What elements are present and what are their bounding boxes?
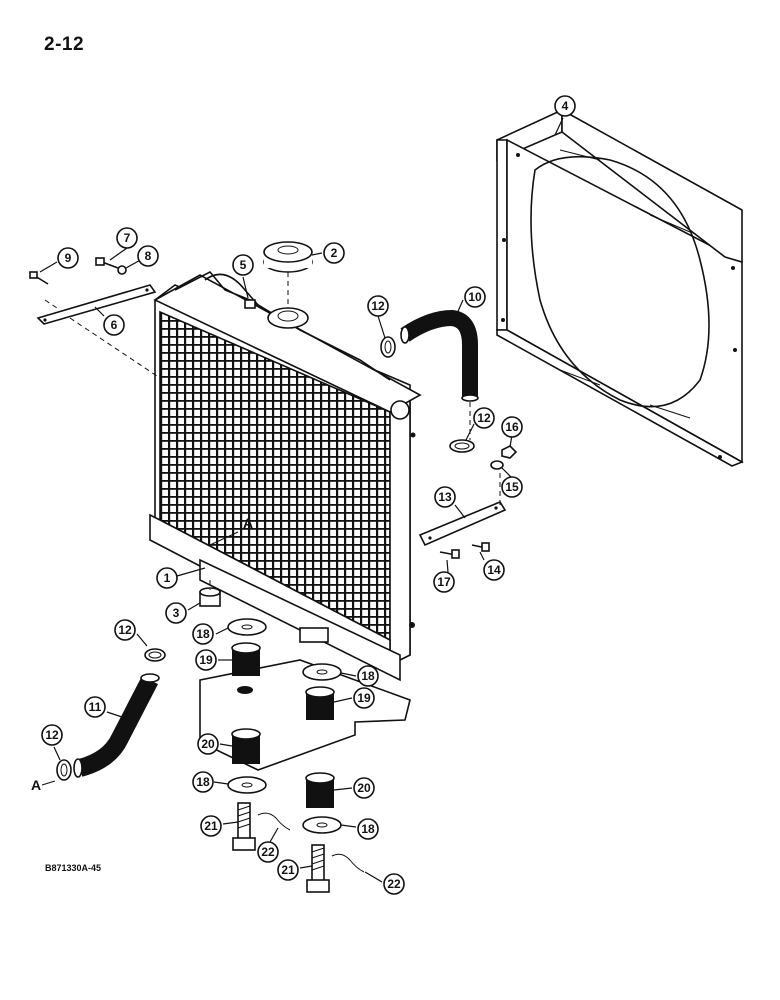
callout-14: 14	[483, 559, 505, 581]
callout-18-a: 18	[192, 623, 214, 645]
callout-9: 9	[57, 247, 79, 269]
callout-21-b: 21	[277, 859, 299, 881]
bolt-7-washer-8	[95, 257, 127, 275]
callout-18-b: 18	[357, 665, 379, 687]
hose-clamp	[144, 648, 166, 662]
svg-text:18: 18	[361, 669, 375, 683]
upper-hose	[400, 309, 479, 440]
svg-text:11: 11	[89, 700, 102, 714]
bushing	[231, 728, 261, 764]
callout-12-hose: 12	[114, 619, 136, 641]
lower-hose	[73, 673, 160, 778]
svg-text:5: 5	[240, 258, 247, 272]
callout-13: 13	[434, 486, 456, 508]
svg-text:9: 9	[65, 251, 72, 265]
callout-20-a: 20	[197, 733, 219, 755]
svg-text:18: 18	[361, 822, 375, 836]
svg-text:8: 8	[145, 249, 152, 263]
svg-text:2: 2	[331, 246, 338, 260]
callout-6: 6	[103, 314, 125, 336]
svg-text:19: 19	[357, 691, 371, 705]
callout-22-a: 22	[257, 841, 279, 863]
svg-text:20: 20	[357, 781, 371, 795]
hose-clamp	[380, 336, 396, 358]
callout-16: 16	[501, 416, 523, 438]
svg-text:13: 13	[438, 490, 452, 504]
callout-4: 4	[554, 95, 576, 117]
svg-text:16: 16	[505, 420, 519, 434]
svg-text:6: 6	[111, 318, 118, 332]
fan-shroud	[496, 108, 744, 467]
svg-text:3: 3	[173, 606, 180, 620]
bushing	[305, 772, 335, 808]
svg-text:15: 15	[505, 480, 519, 494]
upper-bracket	[36, 284, 161, 379]
svg-text:1: 1	[164, 571, 171, 585]
callout-15: 15	[501, 476, 523, 498]
callout-10: 10	[464, 286, 486, 308]
washer	[490, 460, 504, 470]
bolt-9	[29, 271, 49, 285]
callout-12-right: 12	[473, 407, 495, 429]
callout-18-c: 18	[192, 771, 214, 793]
page-number: 2-12	[44, 34, 85, 55]
callout-12-upper: 12	[367, 295, 389, 317]
svg-text:14: 14	[487, 563, 501, 577]
callout-2: 2	[323, 242, 345, 264]
svg-text:7: 7	[124, 231, 131, 245]
callout-11: 11	[84, 696, 106, 718]
callout-8: 8	[137, 245, 159, 267]
bushing	[305, 686, 335, 720]
drawing-code: B871330A-45	[45, 863, 101, 873]
svg-text:4: 4	[562, 99, 569, 113]
cotter-pin	[257, 812, 291, 831]
svg-text:22: 22	[261, 845, 275, 859]
leader-lines	[39, 117, 564, 883]
cotter-pin	[331, 853, 365, 873]
callout-21-a: 21	[200, 815, 222, 837]
drain-valve	[199, 580, 221, 607]
svg-text:17: 17	[437, 575, 451, 589]
svg-text:12: 12	[45, 728, 59, 742]
radiator-cap	[263, 241, 313, 305]
svg-text:12: 12	[477, 411, 491, 425]
svg-text:12: 12	[371, 299, 385, 313]
svg-text:12: 12	[118, 623, 132, 637]
callout-20-b: 20	[353, 777, 375, 799]
hose-clamp	[449, 439, 475, 453]
bushing	[231, 642, 261, 676]
callout-17: 17	[433, 571, 455, 593]
svg-text:18: 18	[196, 627, 210, 641]
reference-mark-lower: A	[31, 777, 41, 793]
callout-7: 7	[116, 227, 138, 249]
hose-clamp	[56, 759, 72, 781]
svg-text:22: 22	[387, 877, 401, 891]
svg-text:21: 21	[204, 819, 218, 833]
nut	[501, 445, 518, 459]
callout-3: 3	[165, 602, 187, 624]
svg-text:21: 21	[281, 863, 295, 877]
svg-text:20: 20	[201, 737, 215, 751]
radiator-core	[149, 270, 422, 682]
svg-text:19: 19	[199, 653, 213, 667]
callout-12-lower: 12	[41, 724, 63, 746]
svg-text:10: 10	[468, 290, 482, 304]
callout-19-a: 19	[195, 649, 217, 671]
side-bracket	[418, 470, 507, 547]
callout-22-b: 22	[383, 873, 405, 895]
callout-1: 1	[156, 567, 178, 589]
callout-18-d: 18	[357, 818, 379, 840]
callout-5: 5	[232, 254, 254, 276]
mounting-bolt	[306, 844, 330, 893]
reference-mark-upper: A	[243, 515, 253, 531]
overflow-tube	[204, 273, 259, 306]
callout-19-b: 19	[353, 687, 375, 709]
svg-text:18: 18	[196, 775, 210, 789]
mounting-bolt	[232, 802, 256, 851]
